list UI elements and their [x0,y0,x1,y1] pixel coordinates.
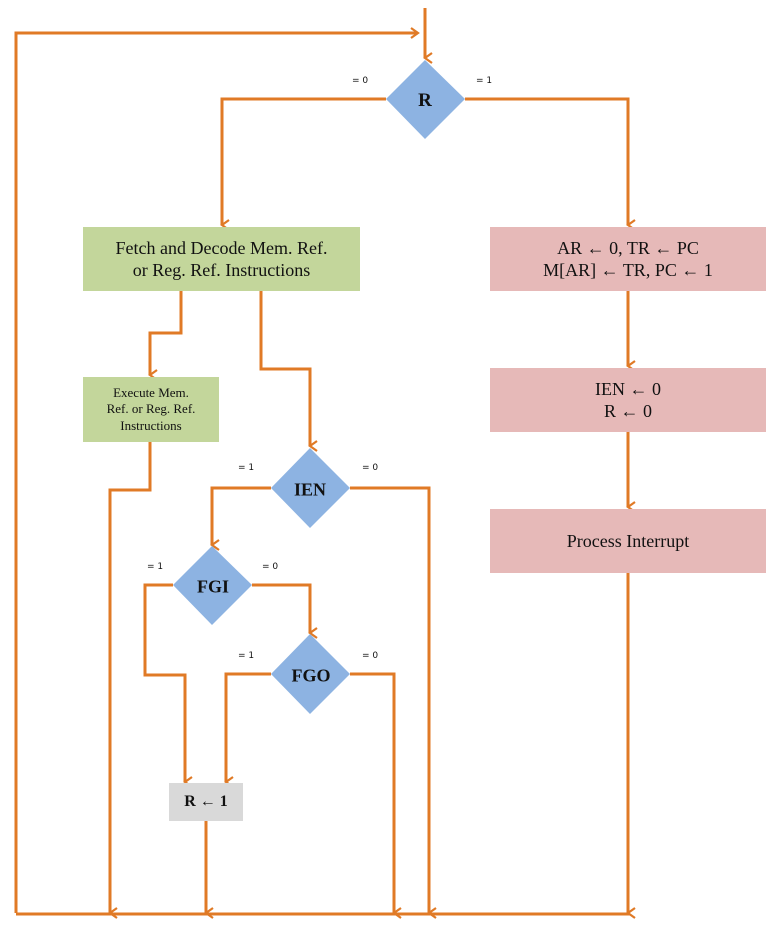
r-left-condition: = 0 [352,76,369,86]
fetch-decode-box: Fetch and Decode Mem. Ref. or Reg. Ref. … [83,227,360,291]
ien-left-condition: = 1 [238,463,255,473]
execute-text: Execute Mem. Ref. or Reg. Ref. Instructi… [106,385,196,433]
ien-right-condition: = 0 [362,463,379,473]
decision-ien-diamond [271,448,350,528]
fgi-zero-arrow [252,583,318,639]
ien-zero-arrow [350,486,437,919]
decision-fgo-diamond [271,634,350,714]
process-interrupt-box: Process Interrupt [490,509,766,573]
r-right-condition: = 1 [476,76,493,86]
fetch-decode-text: Fetch and Decode Mem. Ref. or Reg. Ref. … [115,237,328,281]
r-one-arrow [465,97,636,231]
save-return-text: AR ← 0, TR ← PC M[AR] ← TR, PC ← 1 [543,237,713,281]
execute-box: Execute Mem. Ref. or Reg. Ref. Instructi… [83,377,219,442]
disable-interrupt-box: IEN ← 0 R ← 0 [490,368,766,432]
fgo-right-condition: = 0 [362,651,379,661]
fgo-one-arrow [224,672,271,788]
disable-interrupt-text: IEN ← 0 R ← 0 [595,378,661,422]
decision-fgo-label: FGO [291,665,331,686]
decision-r-diamond [386,60,465,139]
fgi-right-condition: = 0 [262,562,279,572]
decision-fgi-diamond [173,546,252,625]
ien-one-arrow [210,486,271,551]
fetch-to-execute-arrow [148,291,183,381]
fgi-left-condition: = 1 [147,562,164,572]
set-r-text: R ← 1 [184,793,228,810]
fgo-left-condition: = 1 [238,651,255,661]
fgi-one-arrow [143,583,193,788]
save-return-box: AR ← 0, TR ← PC M[AR] ← TR, PC ← 1 [490,227,766,291]
process-interrupt-text: Process Interrupt [566,530,690,551]
r-zero-arrow [220,97,386,231]
fetch-to-ien-arrow [259,291,318,452]
execute-to-loop-arrow [108,442,152,919]
decision-fgi-label: FGI [196,576,230,597]
loop-back-arrow [14,27,420,913]
set-r-box: R ← 1 [169,783,243,821]
decision-r-label: R [418,90,432,111]
decision-ien-label: IEN [293,479,327,500]
fgo-zero-arrow [350,672,402,919]
